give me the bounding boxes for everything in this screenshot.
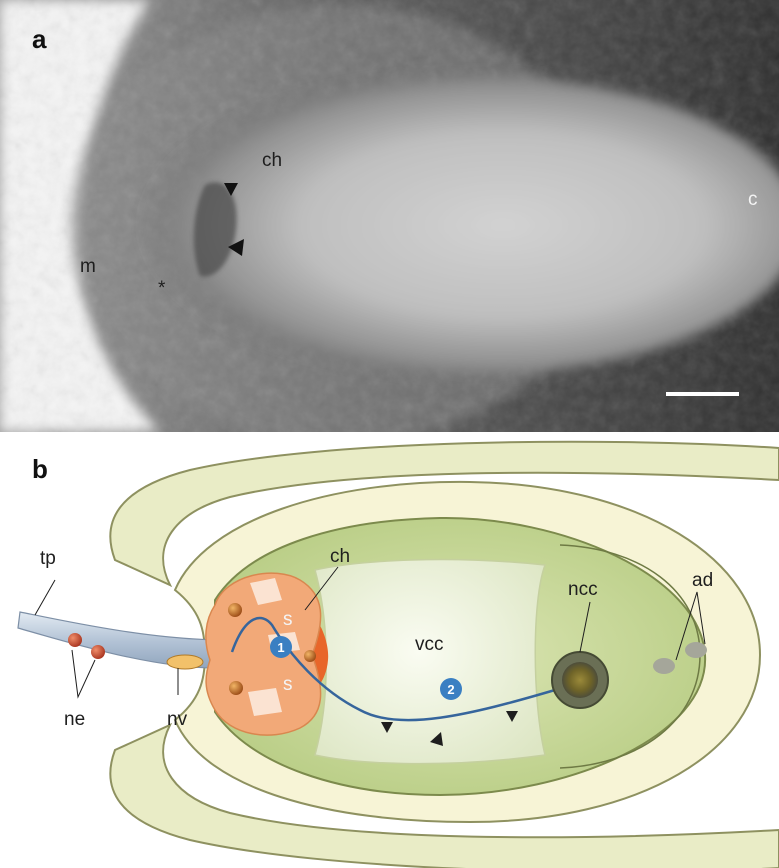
ad-body-1 — [653, 658, 675, 674]
label-c: c — [748, 189, 758, 210]
synapse-granule-3 — [304, 650, 316, 662]
label-ch-b: ch — [330, 546, 350, 567]
ad-body-2 — [685, 642, 707, 658]
vcc-chamber — [315, 560, 545, 764]
ncc-inner — [562, 662, 598, 698]
panel-a-letter: a — [32, 24, 47, 54]
synapse-granule-1 — [228, 603, 242, 617]
scale-bar — [666, 392, 739, 396]
panel-b-letter: b — [32, 454, 48, 484]
label-vcc: vcc — [415, 634, 444, 655]
label-ch-a: ch — [262, 150, 282, 171]
label-s-top: s — [283, 609, 293, 630]
synapse-lobe-bot — [248, 688, 282, 716]
label-asterisk: * — [158, 278, 166, 299]
label-ne: ne — [64, 709, 85, 730]
label-ad: ad — [692, 570, 713, 591]
nucleus-ne-1 — [68, 633, 82, 647]
label-tp: tp — [40, 548, 56, 569]
vesicle-nv — [167, 655, 203, 669]
label-ncc: ncc — [568, 579, 598, 600]
label-nv: nv — [167, 709, 188, 730]
nucleus-ne-2 — [91, 645, 105, 659]
panel-b: 1 2 b tp ne nv ch s s vcc ncc ad — [0, 438, 779, 868]
synapse-granule-2 — [229, 681, 243, 695]
marker-2-label: 2 — [447, 682, 454, 697]
panel-a: a ch c m * — [0, 0, 779, 432]
marker-1-label: 1 — [277, 640, 284, 655]
label-m: m — [80, 256, 96, 277]
label-s-bottom: s — [283, 674, 293, 695]
